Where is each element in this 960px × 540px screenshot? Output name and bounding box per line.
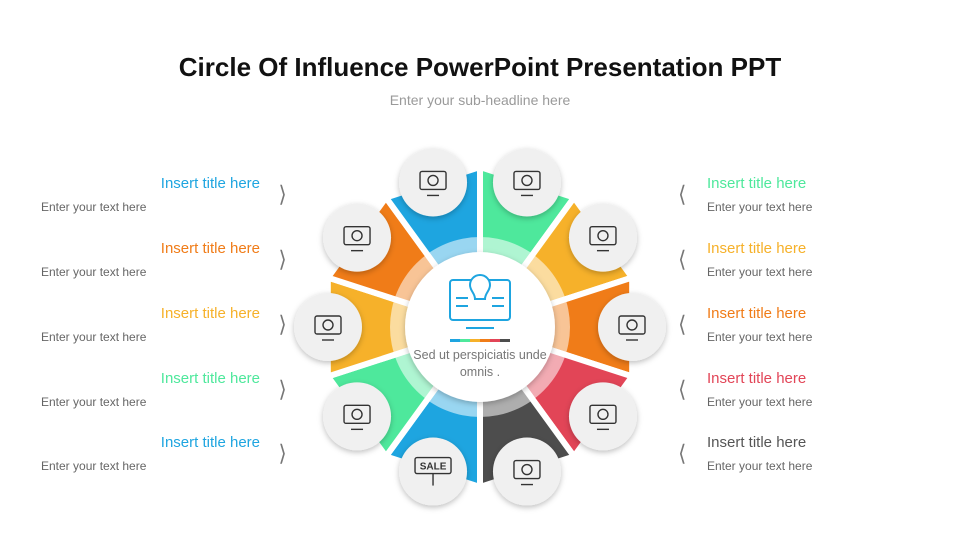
right-item[interactable]: Insert title here Enter your text here <box>707 175 937 214</box>
color-bar-segment <box>460 339 470 342</box>
idea-tree-icon[interactable] <box>323 382 392 451</box>
chevron-left-icon: ❬ <box>677 378 688 400</box>
sale-sign-icon[interactable]: SALE <box>399 437 468 506</box>
item-text: Enter your text here <box>707 200 813 214</box>
right-item[interactable]: Insert title here Enter your text here <box>707 240 937 279</box>
right-item[interactable]: Insert title here Enter your text here <box>707 434 937 473</box>
item-title: Insert title here <box>160 240 260 257</box>
chevron-right-icon: ❭ <box>277 442 288 464</box>
item-text: Enter your text here <box>41 459 147 473</box>
chevron-right-icon: ❭ <box>277 248 288 270</box>
item-text: Enter your text here <box>707 459 813 473</box>
page-title: Circle Of Influence PowerPoint Presentat… <box>178 52 782 82</box>
sale-label: SALE <box>420 462 447 473</box>
item-title: Insert title here <box>707 370 807 387</box>
item-title: Insert title here <box>160 434 260 451</box>
item-title: Insert title here <box>707 434 807 451</box>
color-bar-segment <box>470 339 480 342</box>
item-title: Insert title here <box>160 370 260 387</box>
lightbulb-person-icon[interactable] <box>399 148 468 217</box>
item-title: Insert title here <box>160 175 260 192</box>
left-item[interactable]: Insert title here Enter your text here <box>30 175 260 214</box>
monitor-gear-icon[interactable] <box>568 203 637 272</box>
lightbulb-monitor-icon <box>449 274 511 329</box>
item-text: Enter your text here <box>707 330 813 344</box>
page-subtitle: Enter your sub-headline here <box>389 92 571 108</box>
item-text: Enter your text here <box>41 265 147 279</box>
chevron-right-icon: ❭ <box>277 313 288 335</box>
item-title: Insert title here <box>707 175 807 192</box>
rocket-monitor-icon[interactable] <box>492 437 561 506</box>
item-text: Enter your text here <box>707 265 813 279</box>
chevron-left-icon: ❬ <box>677 313 688 335</box>
item-title: Insert title here <box>707 305 807 322</box>
item-text: Enter your text here <box>707 395 813 409</box>
megaphone-percent-icon[interactable] <box>568 382 637 451</box>
chevron-right-icon: ❭ <box>277 378 288 400</box>
megaphone-team-icon[interactable] <box>492 148 561 217</box>
right-item[interactable]: Insert title here Enter your text here <box>707 370 937 409</box>
item-text: Enter your text here <box>41 330 147 344</box>
chevron-left-icon: ❬ <box>677 442 688 464</box>
chevron-left-icon: ❬ <box>677 183 688 205</box>
right-item[interactable]: Insert title here Enter your text here <box>707 305 937 344</box>
shopping-bags-icon[interactable] <box>323 203 392 272</box>
left-item[interactable]: Insert title here Enter your text here <box>30 240 260 279</box>
lightbulb-pen-icon[interactable] <box>598 293 666 361</box>
color-bar-segment <box>490 339 500 342</box>
center-text: Sed ut perspiciatis unde omnis . <box>413 348 547 379</box>
left-item[interactable]: Insert title here Enter your text here <box>30 305 260 344</box>
item-text: Enter your text here <box>41 200 147 214</box>
item-text: Enter your text here <box>41 395 147 409</box>
left-item[interactable]: Insert title here Enter your text here <box>30 370 260 409</box>
chevron-right-icon: ❭ <box>277 183 288 205</box>
item-title: Insert title here <box>707 240 807 257</box>
color-bar-segment <box>450 339 460 342</box>
head-gears-icon[interactable] <box>294 293 362 361</box>
item-title: Insert title here <box>160 305 260 322</box>
color-bar-segment <box>500 339 510 342</box>
color-bar-segment <box>480 339 490 342</box>
left-item[interactable]: Insert title here Enter your text here <box>30 434 260 473</box>
chevron-left-icon: ❬ <box>677 248 688 270</box>
